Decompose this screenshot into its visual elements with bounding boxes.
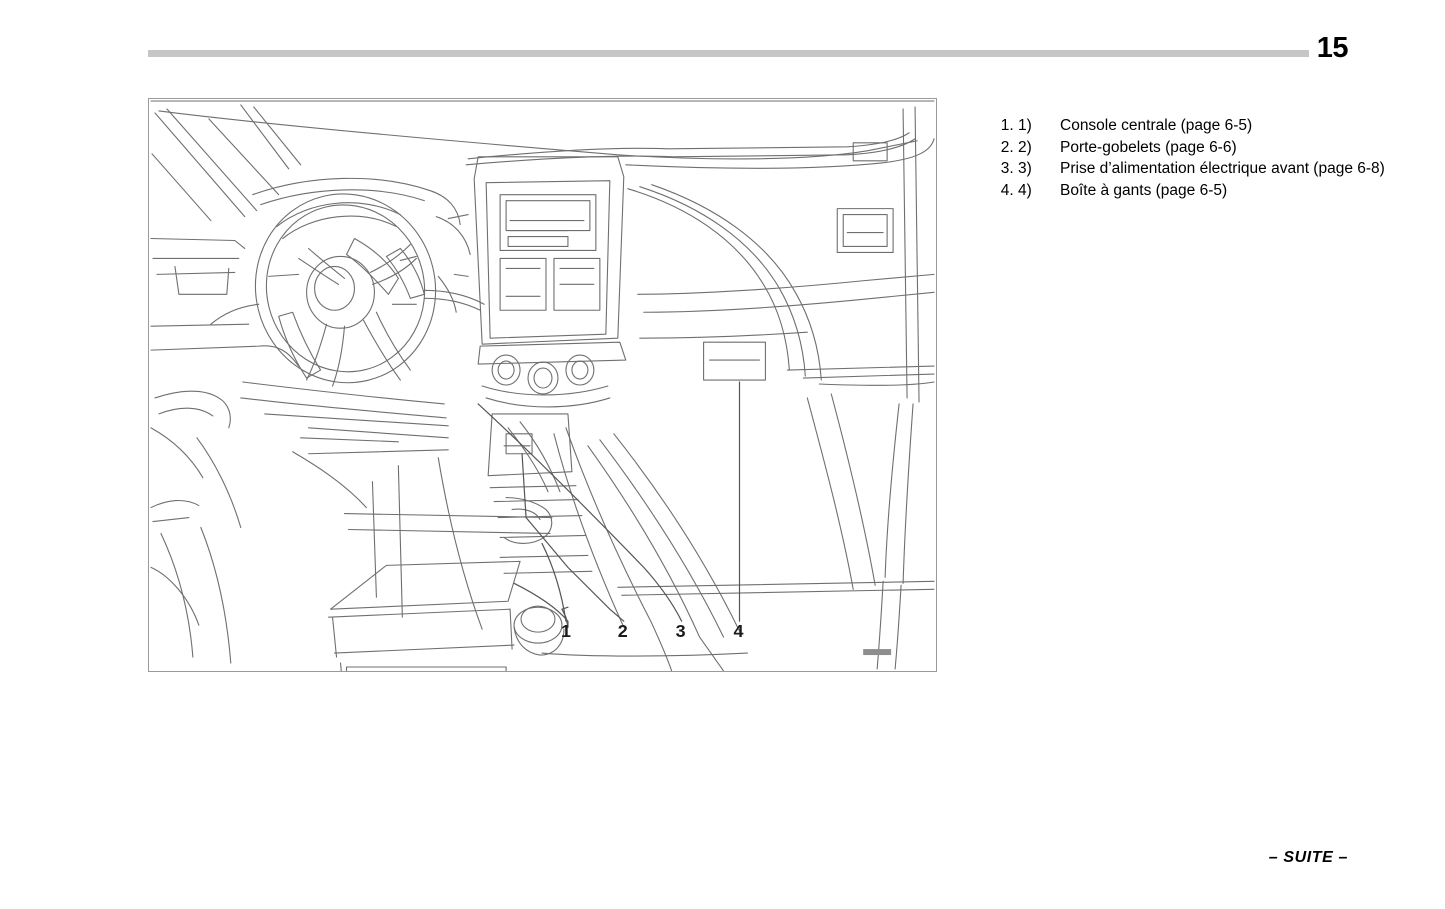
legend-marker-1: 1) <box>1018 117 1032 134</box>
continuation-note: – SUITE – <box>1268 849 1348 866</box>
legend-item-4: 4) Boîte à gants (page 6-5) <box>1018 180 1390 202</box>
figure-callout-1: 1 <box>561 621 571 641</box>
figure-callout-3: 3 <box>676 621 686 641</box>
legend-label-2: Porte-gobelets (page 6-6) <box>1060 138 1237 156</box>
legend-label-3: Prise d’alimentation électrique avant (p… <box>1060 160 1385 177</box>
dashboard-illustration-frame: 1 2 3 4 <box>148 98 937 672</box>
dashboard-line-drawing: 1 2 3 4 <box>150 100 935 671</box>
page-header: 15 <box>0 0 1445 80</box>
figure-callout-2: 2 <box>618 621 628 641</box>
legend-marker-4: 4) <box>1018 181 1032 199</box>
legend-label-1: Console centrale (page 6-5) <box>1060 117 1253 134</box>
legend-marker-3: 3) <box>1018 160 1032 177</box>
page-number: 15 <box>1316 32 1349 64</box>
figure-callout-4: 4 <box>734 621 744 641</box>
legend-label-4: Boîte à gants (page 6-5) <box>1060 181 1228 199</box>
callout-legend-list: 1) Console centrale (page 6-5) 2) Porte-… <box>978 115 1390 201</box>
legend-item-1: 1) Console centrale (page 6-5) <box>1018 115 1390 137</box>
legend-item-2: 2) Porte-gobelets (page 6-6) <box>1018 137 1390 159</box>
legend-marker-2: 2) <box>1018 138 1032 156</box>
header-rule <box>148 50 1309 57</box>
legend-item-3: 3) Prise d’alimentation électrique avant… <box>1018 158 1390 180</box>
